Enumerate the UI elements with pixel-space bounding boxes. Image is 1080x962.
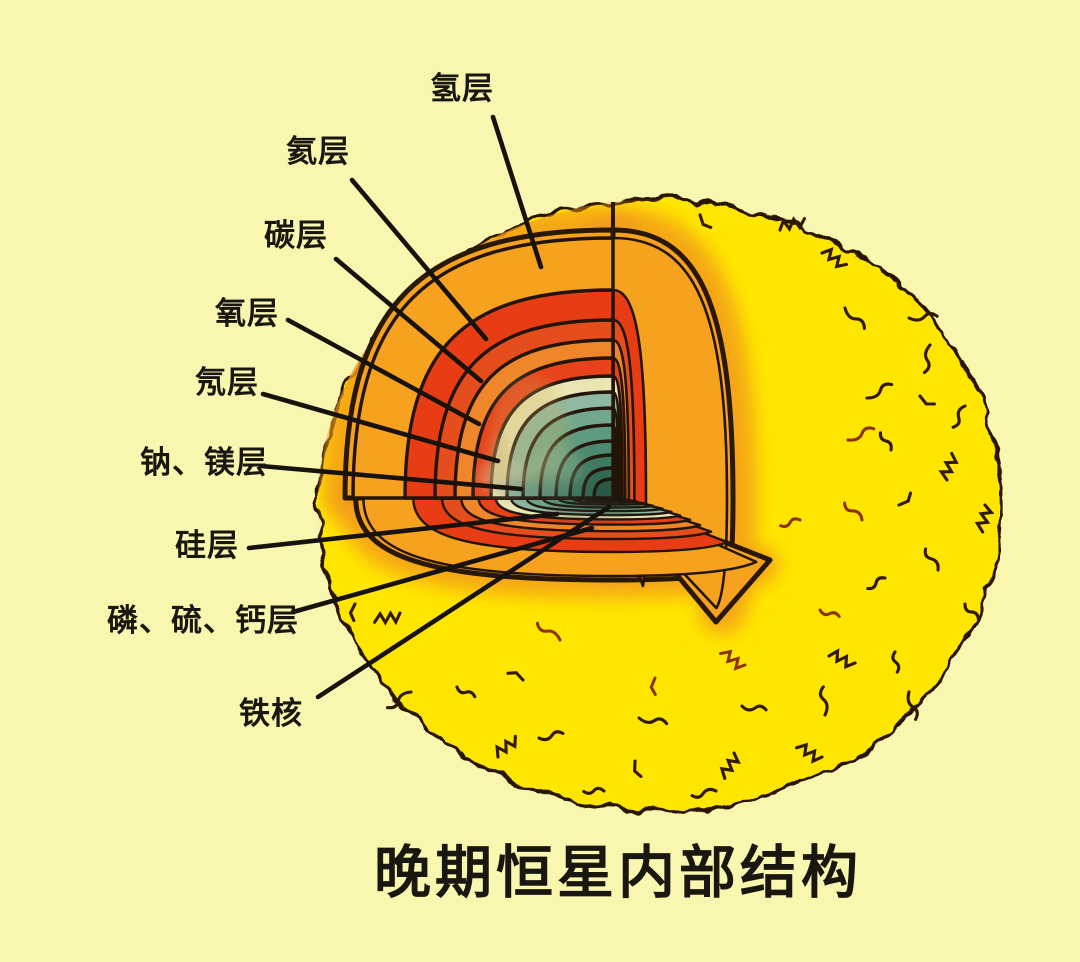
label-phosphorus-sulfur-calcium-layer: 磷、硫、钙层 (107, 603, 299, 639)
label-neon-layer: 氖层 (195, 365, 259, 401)
leader-line-sodium-magnesium (258, 463, 524, 492)
leader-line-hydrogen (490, 114, 544, 270)
leader-line-neon (260, 391, 501, 464)
leader-line-silicon (246, 511, 560, 551)
label-silicon-layer: 硅层 (175, 528, 239, 564)
label-sodium-magnesium-layer: 钠、镁层 (140, 445, 268, 481)
leader-line-carbon (333, 256, 484, 384)
leader-line-iron-core (315, 504, 612, 700)
leader-line-oxygen (285, 317, 482, 427)
label-carbon-layer: 碳层 (264, 218, 328, 254)
figure-title: 晚期恒星内部结构 (374, 840, 862, 906)
label-helium-layer: 氦层 (286, 134, 350, 170)
leader-line-phosphorus-sulfur-calcium (290, 525, 595, 615)
leader-lines (246, 114, 612, 700)
label-hydrogen-layer: 氢层 (430, 71, 494, 107)
label-iron-core: 铁核 (239, 696, 303, 732)
front-face-shell-iron-core (592, 477, 615, 500)
label-oxygen-layer: 氧层 (215, 296, 279, 332)
leader-line-helium (349, 177, 489, 342)
